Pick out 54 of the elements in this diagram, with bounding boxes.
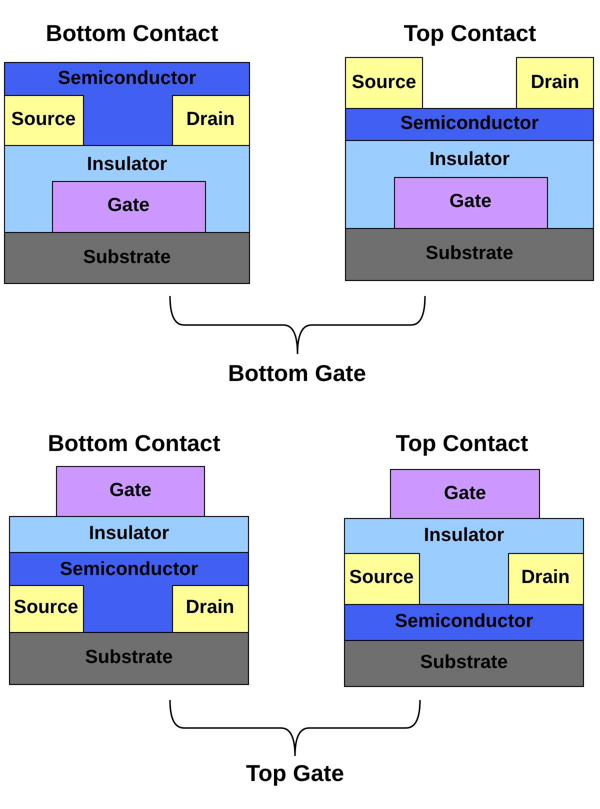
layer-label: Semiconductor [400, 113, 539, 135]
substrate-layer [345, 228, 594, 281]
source-electrode [4, 94, 84, 146]
layer-label: Substrate [83, 246, 171, 268]
layer-label: Substrate [420, 652, 508, 674]
layer-label: Gate [109, 480, 152, 502]
layer-label: Drain [186, 108, 235, 130]
drain-electrode [516, 57, 594, 109]
heading: Top Contact [396, 430, 528, 456]
layer-label: Insulator [86, 154, 168, 176]
drain-electrode [172, 94, 250, 146]
substrate-layer [9, 632, 249, 685]
layer-label: Semiconductor [58, 68, 196, 90]
layer-label: Gate [444, 482, 486, 504]
layer-label: Insulator [429, 149, 510, 171]
layer-label: Semiconductor [60, 559, 198, 581]
drain-electrode [508, 552, 584, 604]
layer-label: Substrate [85, 647, 173, 669]
layer-label: Semiconductor [394, 611, 534, 633]
layer-label: Drain [530, 72, 580, 94]
insulator-layer [344, 518, 584, 605]
section-label: Bottom Gate [228, 360, 366, 386]
layer-label: Gate [449, 191, 492, 213]
source-electrode [345, 57, 423, 109]
semiconductor-layer [344, 604, 584, 641]
heading: Top Contact [404, 20, 536, 46]
insulator-layer [345, 140, 594, 229]
drain-electrode [172, 584, 248, 632]
source-electrode [344, 552, 420, 604]
layer-label: Drain [521, 567, 570, 589]
layer-label: Source [349, 567, 414, 589]
layer-label: Substrate [426, 243, 514, 265]
gate-electrode [394, 176, 548, 228]
layer-label: Drain [186, 597, 234, 619]
substrate-layer [4, 232, 250, 284]
layer-label: Source [14, 597, 78, 619]
substrate-layer [344, 640, 584, 687]
heading: Bottom Contact [46, 20, 218, 46]
layer-label: Insulator [88, 523, 170, 545]
heading: Bottom Contact [48, 430, 220, 456]
insulator-layer [4, 145, 250, 233]
layer-label: Gate [107, 195, 150, 217]
layer-label: Source [352, 72, 416, 94]
layer-label: Insulator [424, 525, 504, 547]
semiconductor-layer [4, 62, 250, 146]
semiconductor-layer [9, 552, 249, 633]
insulator-layer [9, 516, 249, 553]
gate-electrode [390, 469, 540, 519]
gate-electrode [52, 180, 206, 232]
layer-label: Source [11, 108, 76, 130]
section-label: Top Gate [246, 760, 344, 786]
semiconductor-layer [345, 108, 594, 141]
source-electrode [8, 584, 84, 632]
gate-electrode [56, 466, 205, 517]
